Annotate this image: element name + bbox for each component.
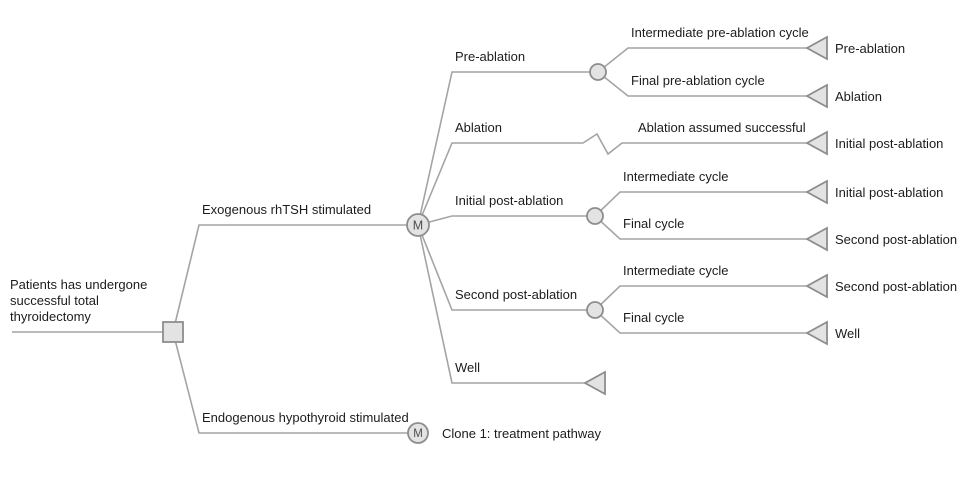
clone-terminal-label: Clone 1: treatment pathway [442, 426, 601, 441]
branch-line-final-cycle-2 [594, 309, 807, 334]
chance-node-initial-post-ablation[interactable] [586, 207, 604, 225]
branch-label-final-pre-ablation-cycle: Final pre-ablation cycle [631, 73, 765, 88]
branch-label-intermediate-cycle-1: Intermediate cycle [623, 169, 729, 184]
branch-line-intermediate-cycle-2 [594, 285, 807, 311]
terminal-label-initial-post-ablation-2: Initial post-ablation [835, 185, 943, 200]
branch-line-endogenous [172, 331, 408, 434]
terminal-label-second-post-ablation-1: Second post-ablation [835, 232, 957, 247]
terminal-node-pre-ablation[interactable] [805, 35, 828, 61]
branch-line-final-pre-ablation-cycle [597, 71, 807, 97]
markov-node-exogenous[interactable] [406, 213, 430, 237]
terminal-node-well-1[interactable] [805, 320, 828, 346]
branch-line-second-post-ablation [417, 224, 587, 311]
terminal-label-ablation: Ablation [835, 89, 882, 104]
markov-node-exogenous-symbol: M [413, 219, 423, 233]
branch-label-pre-ablation: Pre-ablation [455, 49, 525, 64]
branch-line-final-cycle-1 [594, 215, 807, 240]
branch-label-ablation: Ablation [455, 120, 502, 135]
root-label-line2: successful total [10, 293, 99, 308]
markov-node-endogenous-symbol: M [413, 428, 423, 440]
terminal-label-well: Well [835, 326, 860, 341]
terminal-node-initial-post-ablation-2[interactable] [805, 179, 828, 205]
root-label-line3: thyroidectomy [10, 309, 91, 324]
terminal-node-initial-post-ablation-1[interactable] [805, 130, 828, 156]
branch-line-well [417, 224, 585, 384]
branch-line-initial-post-ablation [417, 215, 587, 226]
terminal-node-ablation[interactable] [805, 83, 828, 109]
terminal-node-second-post-ablation-1[interactable] [805, 226, 828, 252]
branch-label-intermediate-pre-ablation-cycle: Intermediate pre-ablation cycle [631, 25, 809, 40]
branch-label-final-cycle-2: Final cycle [623, 310, 684, 325]
branch-line-intermediate-cycle-1 [594, 191, 807, 217]
branch-label-endogenous: Endogenous hypothyroid stimulated [202, 410, 409, 425]
markov-node-endogenous[interactable] [407, 422, 429, 444]
terminal-node-second-post-ablation-2[interactable] [805, 273, 828, 299]
branch-label-final-cycle-1: Final cycle [623, 216, 684, 231]
terminal-label-pre-ablation: Pre-ablation [835, 41, 905, 56]
branch-line-exogenous [172, 224, 407, 333]
terminal-node-well-2[interactable] [583, 370, 606, 396]
chance-node-pre-ablation[interactable] [589, 63, 607, 81]
branch-label-intermediate-cycle-2: Intermediate cycle [623, 263, 729, 278]
branch-label-ablation-assumed-successful: Ablation assumed successful [638, 120, 806, 135]
chance-node-second-post-ablation[interactable] [586, 301, 604, 319]
decision-node[interactable] [162, 321, 184, 343]
branch-label-exogenous: Exogenous rhTSH stimulated [202, 202, 371, 217]
branch-line-pre-ablation [417, 71, 590, 226]
branch-line-intermediate-pre-ablation-cycle [597, 47, 807, 73]
terminal-label-initial-post-ablation-1: Initial post-ablation [835, 136, 943, 151]
root-label-line1: Patients has undergone [10, 277, 147, 292]
branch-label-second-post-ablation: Second post-ablation [455, 287, 577, 302]
branch-line-ablation-with-jump [417, 132, 807, 226]
branch-label-initial-post-ablation: Initial post-ablation [455, 193, 563, 208]
branch-label-well: Well [455, 360, 480, 375]
terminal-label-second-post-ablation-2: Second post-ablation [835, 279, 957, 294]
